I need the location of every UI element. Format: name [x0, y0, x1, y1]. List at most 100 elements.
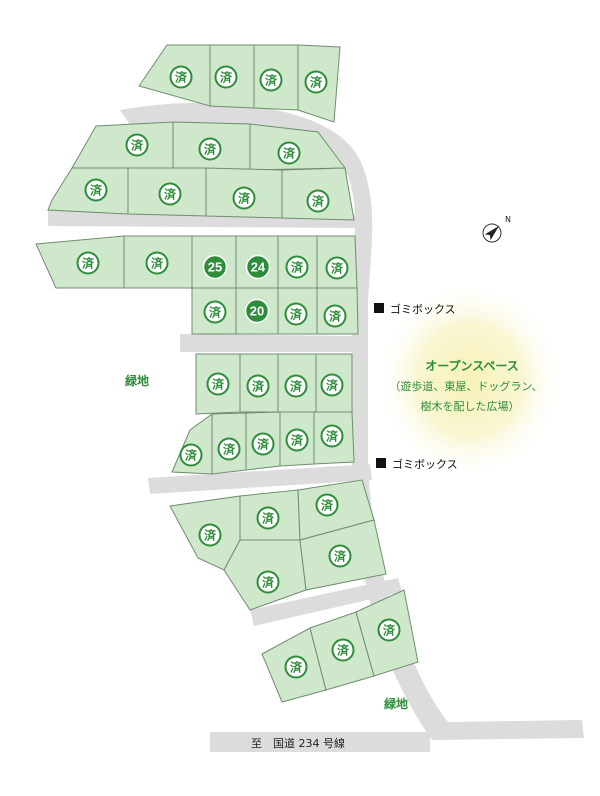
lot-status-circle	[277, 141, 301, 165]
lot-b1[interactable]	[71, 121, 174, 169]
lot-markers: 済 済 済 済 済 済 済 済 済 済 済 済 済 25 24 済 済 済 20…	[76, 65, 401, 679]
road-bottom	[210, 732, 430, 752]
marker-35: 済	[284, 655, 308, 679]
marker-37: 済	[377, 618, 401, 642]
lot-status-circle	[320, 373, 344, 397]
lot-status-label: 済	[90, 183, 103, 198]
lot-status-circle	[214, 65, 238, 89]
marker-11: 済	[76, 251, 100, 275]
lot-status-label: 済	[312, 194, 325, 209]
road-lower-cross	[148, 464, 372, 494]
marker-26: 済	[217, 437, 241, 461]
marker-24: 済	[320, 373, 344, 397]
lot-status-label: 済	[331, 261, 344, 276]
garbage-box-2-group: ゴミボックス	[376, 457, 458, 471]
lot-status-circle	[217, 437, 241, 461]
marker-36: 済	[331, 638, 355, 662]
lot-status-label: 済	[175, 70, 188, 85]
lot-status-label: 済	[262, 511, 275, 526]
north-arrow-icon	[482, 223, 502, 243]
marker-18: 20	[244, 298, 270, 324]
marker-33: 済	[256, 570, 280, 594]
marker-6: 済	[277, 141, 301, 165]
lot-status-label: 済	[212, 377, 225, 392]
lot-status-circle	[158, 182, 182, 206]
lot-status-label: 済	[164, 187, 177, 202]
lot-status-circle	[76, 251, 100, 275]
garbage-box-icon	[374, 303, 384, 313]
marker-9: 済	[232, 186, 256, 210]
lot-status-label: 済	[209, 305, 222, 320]
marker-8: 済	[158, 182, 182, 206]
compass-north-label: N	[505, 215, 511, 224]
lot-status-circle	[328, 544, 352, 568]
open-space-desc-line2: 樹木を配した広場）	[421, 400, 520, 413]
lot-status-circle	[284, 374, 308, 398]
lot-status-label: 済	[223, 442, 236, 457]
lot-status-circle	[179, 443, 203, 467]
lot-status-label: 済	[291, 260, 304, 275]
lot-status-label: 済	[334, 549, 347, 564]
lot-status-circle	[331, 638, 355, 662]
lot-status-circle	[125, 133, 149, 157]
marker-21: 済	[206, 372, 230, 396]
lot-status-label: 済	[321, 498, 334, 513]
lot-status-label: 済	[204, 528, 217, 543]
lot-status-label: 済	[151, 256, 164, 271]
road-mid-cross	[180, 334, 358, 352]
lot-status-circle	[256, 570, 280, 594]
open-space-area	[375, 280, 565, 480]
lot-status-circle	[256, 506, 280, 530]
marker-1: 済	[214, 65, 238, 89]
lot-status-label: 済	[291, 433, 304, 448]
marker-25: 済	[179, 443, 203, 467]
marker-30: 済	[198, 523, 222, 547]
lot-status-label: 済	[283, 146, 296, 161]
lot-status-label: 済	[290, 379, 303, 394]
lot-status-circle	[284, 302, 308, 326]
lot-status-circle	[202, 254, 228, 280]
garbage-box-2: ゴミボックス	[392, 457, 458, 471]
green-area-left-label: 緑地	[125, 373, 149, 388]
marker-19: 済	[284, 302, 308, 326]
lot-status-label: 済	[310, 75, 323, 90]
road-south-cross	[250, 578, 402, 626]
lot-status-circle	[251, 432, 275, 456]
lot-status-circle	[325, 256, 349, 280]
open-space-title: オープンスペース	[425, 358, 519, 373]
garbage-box-icon	[376, 458, 386, 468]
marker-14: 24	[245, 254, 271, 280]
lot-status-label: 済	[326, 429, 339, 444]
marker-20: 済	[323, 304, 347, 328]
lot-status-circle	[145, 251, 169, 275]
marker-17: 済	[203, 300, 227, 324]
lot-status-label: 済	[383, 623, 396, 638]
green-area-bottom-label: 緑地	[384, 696, 408, 711]
lot-status-circle	[285, 428, 309, 452]
lot-status-label: 済	[131, 138, 144, 153]
lot-status-circle	[206, 372, 230, 396]
marker-13: 25	[202, 254, 228, 280]
lot-status-label: 25	[208, 260, 222, 275]
lot-status-label: 済	[326, 378, 339, 393]
lot-status-circle	[259, 68, 283, 92]
marker-34: 済	[328, 544, 352, 568]
lot-status-circle	[323, 304, 347, 328]
lot-status-label: 済	[265, 73, 278, 88]
marker-16: 済	[325, 256, 349, 280]
lot-status-label: 済	[290, 660, 303, 675]
lot-status-circle	[315, 493, 339, 517]
lot-status-circle	[306, 189, 330, 213]
lot-status-circle	[377, 618, 401, 642]
lot-status-circle	[246, 374, 270, 398]
lot-status-label: 済	[185, 448, 198, 463]
lot-status-label: 済	[252, 379, 265, 394]
lot-status-circle	[284, 655, 308, 679]
marker-7: 済	[84, 178, 108, 202]
marker-29: 済	[320, 424, 344, 448]
lot-status-circle	[320, 424, 344, 448]
garbage-box-1: ゴミボックス	[390, 302, 456, 316]
lot-status-label: 24	[251, 260, 266, 275]
lot-status-label: 済	[238, 191, 251, 206]
